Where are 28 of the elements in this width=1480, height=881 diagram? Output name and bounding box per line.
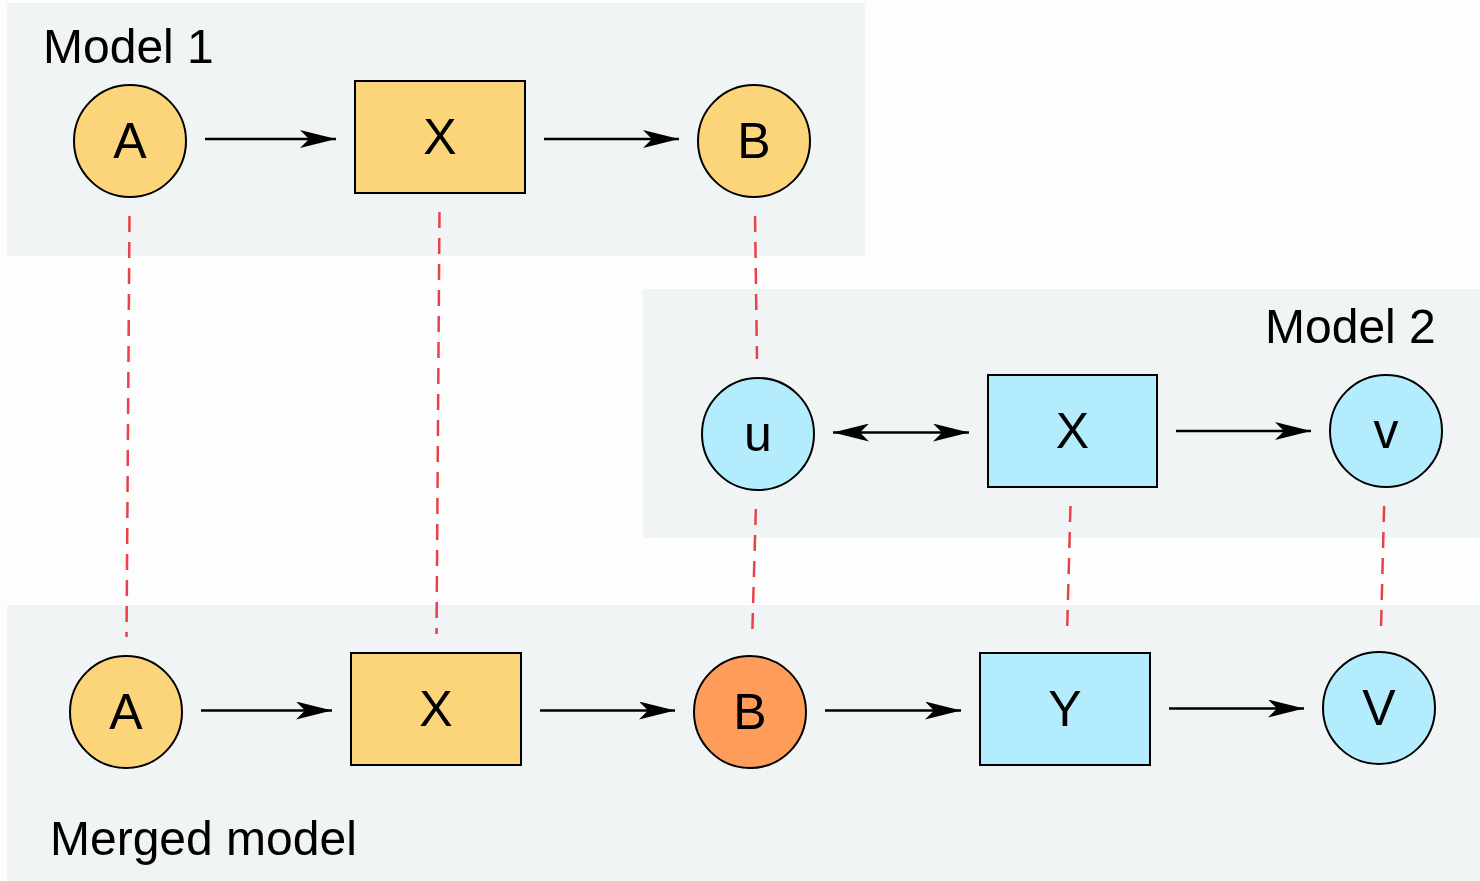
panel-title: Model 2 bbox=[1265, 303, 1436, 351]
process-box: X bbox=[987, 374, 1158, 488]
arrow bbox=[833, 423, 969, 442]
panel-title: Model 1 bbox=[43, 23, 214, 71]
correspondence-line bbox=[125, 216, 131, 637]
arrow bbox=[825, 701, 961, 720]
panel-title: Merged model bbox=[50, 815, 357, 863]
correspondence-line bbox=[753, 215, 759, 360]
variable-circle: u bbox=[701, 377, 815, 491]
variable-circle: V bbox=[1322, 651, 1436, 765]
process-box: X bbox=[354, 80, 526, 194]
process-box: Y bbox=[979, 652, 1151, 766]
variable-circle: v bbox=[1329, 374, 1443, 488]
model-panel bbox=[643, 289, 1480, 538]
model-panel bbox=[7, 605, 1480, 881]
arrow bbox=[201, 701, 332, 720]
arrow bbox=[205, 130, 336, 148]
arrow bbox=[540, 701, 675, 720]
model-panel bbox=[7, 3, 865, 256]
variable-circle: B bbox=[697, 84, 811, 198]
variable-circle: B bbox=[693, 655, 807, 769]
arrow bbox=[1176, 422, 1311, 440]
correspondence-line bbox=[435, 212, 441, 634]
process-box: X bbox=[350, 652, 522, 766]
variable-circle: A bbox=[69, 655, 183, 769]
arrow bbox=[544, 130, 679, 148]
variable-circle: A bbox=[73, 84, 187, 198]
arrow bbox=[1169, 699, 1304, 718]
